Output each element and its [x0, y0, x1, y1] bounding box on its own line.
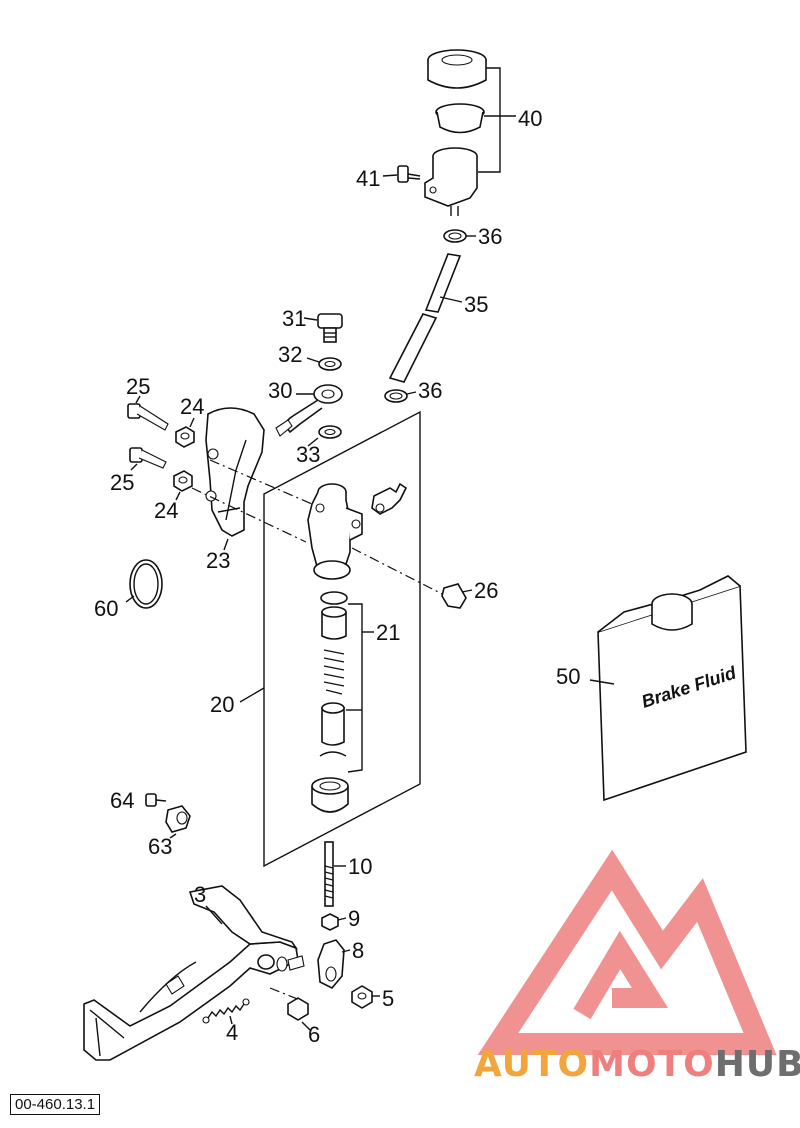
label-24-upper: 24: [180, 394, 204, 419]
return-spring: [202, 998, 250, 1024]
label-30: 30: [268, 378, 292, 403]
label-10: 10: [348, 854, 372, 879]
nut-9: [321, 913, 339, 931]
reservoir-body: [424, 147, 478, 216]
bolt-25-upper: [127, 403, 169, 431]
label-33: 33: [296, 442, 320, 467]
label-64: 64: [110, 788, 134, 813]
washer-33: [318, 425, 342, 439]
push-rod: [324, 841, 334, 907]
label-8: 8: [352, 938, 364, 963]
hose-clamp-top: [443, 229, 467, 243]
kit-frame: [263, 410, 421, 868]
nut-6: [287, 997, 309, 1021]
label-60: 60: [94, 596, 118, 621]
bolt-41: [397, 165, 421, 183]
elbow-nipple: [371, 482, 408, 515]
drawing-number: 00-460.13.1: [10, 1094, 101, 1115]
heat-guard: [205, 407, 265, 537]
screw-64: [145, 793, 167, 807]
label-23: 23: [206, 548, 230, 573]
reservoir-membrane: [435, 103, 485, 134]
label-31: 31: [282, 306, 306, 331]
label-63: 63: [148, 834, 172, 859]
label-35: 35: [464, 292, 488, 317]
clevis: [317, 939, 345, 989]
nut-24-upper: [175, 426, 195, 448]
label-25-lower: 25: [110, 470, 134, 495]
label-26: 26: [474, 578, 498, 603]
brake-hose: [388, 253, 462, 383]
label-24-lower: 24: [154, 498, 178, 523]
label-40: 40: [518, 106, 542, 131]
hose-ring: [129, 559, 163, 609]
label-32: 32: [278, 342, 302, 367]
watermark-logo: [477, 849, 777, 1055]
reservoir-cap: [427, 49, 487, 89]
nut-5: [351, 985, 373, 1009]
label-21: 21: [376, 620, 400, 645]
label-6: 6: [308, 1022, 320, 1047]
bolt-25-lower: [129, 447, 167, 469]
label-4: 4: [226, 1020, 238, 1045]
label-3: 3: [194, 882, 206, 907]
banjo-fitting: [275, 384, 343, 437]
bleed-cap: [441, 583, 467, 609]
label-25-upper: 25: [126, 374, 150, 399]
hose-clamp-bottom: [384, 389, 408, 403]
label-20: 20: [210, 692, 234, 717]
label-50: 50: [556, 664, 580, 689]
banjo-bolt: [317, 313, 343, 343]
brake-fluid-can: [597, 575, 747, 802]
label-5: 5: [382, 986, 394, 1011]
label-9: 9: [348, 906, 360, 931]
master-cylinder-body: [307, 483, 363, 580]
label-41: 41: [356, 166, 380, 191]
label-36-bottom: 36: [418, 378, 442, 403]
brake-pedal: [83, 885, 305, 1061]
watermark-text: AUTOMOTOHUB: [474, 1044, 800, 1085]
nut-24-lower: [173, 470, 193, 492]
piston-kit: [311, 591, 349, 813]
label-36-top: 36: [478, 224, 502, 249]
washer-32: [318, 357, 342, 371]
bush-63: [165, 805, 191, 833]
